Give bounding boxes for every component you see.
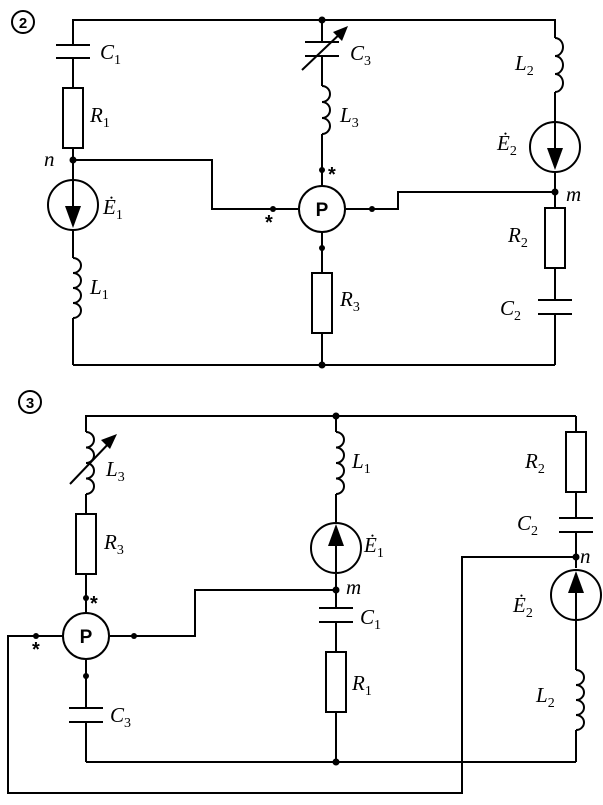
current-star: * [32, 639, 40, 661]
wattmeter: P * * [265, 164, 375, 251]
wattmeter-label: P [316, 200, 329, 221]
r2-label: R2 [507, 223, 528, 251]
c1-label: C1 [100, 40, 121, 68]
capacitor-c2: C2 [517, 511, 593, 539]
current-star: * [265, 212, 273, 234]
wattmeter-label: P [80, 627, 93, 648]
node-m-dot [551, 188, 559, 196]
node-n-dot [69, 156, 77, 164]
e1-label: Ė1 [363, 533, 384, 561]
r3-bottom-node-dot [318, 361, 326, 369]
current-out-terminal-dot [369, 206, 375, 212]
capacitor-c2: C2 [500, 296, 572, 324]
resistor-r2: R2 [507, 207, 566, 269]
inductor-l2: L2 [514, 37, 564, 93]
c2-label: C2 [500, 296, 521, 324]
r2-label: R2 [524, 449, 545, 477]
l3-label: L3 [105, 457, 125, 485]
resistor-r1: R1 [325, 651, 372, 713]
voltage-star: * [328, 164, 336, 186]
e1-label: Ė1 [102, 195, 123, 223]
diagram-number-badge: 2 [11, 10, 35, 34]
l1-label: L1 [351, 449, 371, 477]
diagram-number: 2 [19, 15, 27, 32]
e2-label: Ė2 [512, 593, 533, 621]
capacitor-c1: C1 [56, 40, 121, 68]
source-e1: Ė1 [47, 179, 123, 231]
c3-label: C3 [110, 703, 131, 731]
inductor-l3: L3 [321, 85, 359, 135]
source-e2: Ė2 [512, 569, 602, 621]
resistor-r1: R1 [62, 87, 110, 149]
wires [7, 415, 577, 794]
source-e2: Ė2 [496, 121, 581, 173]
diagram-number-badge: 3 [18, 390, 42, 414]
l1-top-node-dot [332, 412, 340, 420]
resistor-r3: R3 [75, 513, 124, 575]
e2-label: Ė2 [496, 131, 517, 159]
diagram-2: 2 C1 [11, 10, 581, 369]
l1-label: L1 [89, 275, 109, 303]
c2-label: C2 [517, 511, 538, 539]
c3-top-node-dot [318, 16, 326, 24]
variable-inductor-l3: L3 [69, 431, 125, 495]
l2-label: L2 [514, 51, 534, 79]
resistor-r3: R3 [311, 272, 360, 334]
r1-label: R1 [89, 103, 110, 131]
current-terminal-dot [270, 206, 276, 212]
voltage-star: * [90, 593, 98, 615]
capacitor-c1: C1 [319, 605, 381, 633]
inductor-l1: L1 [335, 431, 371, 495]
l2-label: L2 [535, 683, 555, 711]
variable-capacitor-c3: C3 [301, 26, 371, 71]
r1-bottom-node-dot [332, 758, 340, 766]
inductor-l2: L2 [535, 669, 585, 731]
node-n-label: n [580, 544, 591, 568]
voltage-terminal-dot [83, 595, 89, 601]
node-n-dot [572, 553, 580, 561]
diagram-number: 3 [26, 395, 34, 412]
current-terminal-dot [33, 633, 39, 639]
c3-label: C3 [350, 41, 371, 69]
node-m-label: m [566, 182, 581, 206]
resistor-r2: R2 [524, 431, 587, 493]
capacitor-c3: C3 [69, 703, 131, 731]
l3-label: L3 [339, 103, 359, 131]
r1-label: R1 [351, 671, 372, 699]
node-m-label: m [346, 575, 361, 599]
source-e1: Ė1 [310, 522, 384, 574]
r3-label: R3 [339, 287, 360, 315]
node-m-dot [332, 586, 340, 594]
node-n-label: n [44, 147, 55, 171]
voltage-out-terminal-dot [319, 245, 325, 251]
voltage-terminal-dot [319, 167, 325, 173]
current-out-terminal-dot [131, 633, 137, 639]
c1-label: C1 [360, 605, 381, 633]
voltage-out-terminal-dot [83, 673, 89, 679]
inductor-l1: L1 [72, 257, 109, 319]
r3-label: R3 [103, 530, 124, 558]
wattmeter: P * * [32, 593, 137, 679]
diagram-3: 3 L3 [7, 390, 602, 794]
